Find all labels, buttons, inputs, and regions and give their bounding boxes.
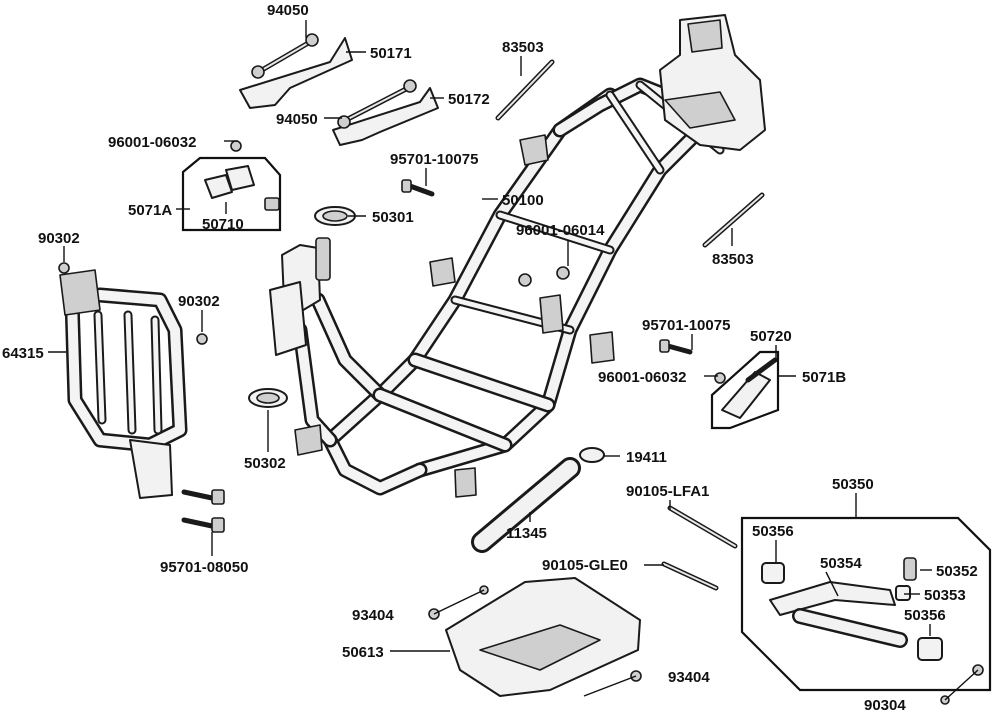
main-frame-part (269, 14, 766, 498)
label-95701-10075-right: 95701-10075 (642, 317, 730, 334)
clamp-19411-part (579, 447, 605, 463)
screw-90302-a-part (58, 262, 70, 274)
rod-83503-right-part (702, 192, 765, 248)
leg-shield-bracket-part (59, 269, 188, 499)
cover-bracket-50172-part (332, 79, 439, 146)
label-50710: 50710 (202, 216, 244, 233)
label-50301: 50301 (372, 209, 414, 226)
label-50353: 50353 (924, 587, 966, 604)
leader-lines (48, 20, 979, 701)
stand-bracket-5071a-part (181, 156, 282, 232)
part-number-labels: 94050 50171 94050 50172 83503 96001-0603… (2, 2, 978, 714)
engine-hanger-assembly-part (740, 516, 992, 692)
label-95701-08050: 95701-08050 (160, 559, 248, 576)
label-96001-06014: 96001-06014 (516, 222, 605, 239)
label-90105-GLE0: 90105-GLE0 (542, 557, 628, 574)
label-94050-middle: 94050 (276, 111, 318, 128)
bolt-95701-10075-lower-part (659, 339, 693, 355)
label-90105-LFA1: 90105-LFA1 (626, 483, 709, 500)
label-5071A: 5071A (128, 202, 172, 219)
label-96001-06032-left: 96001-06032 (108, 134, 196, 151)
hose-11345-part (471, 457, 581, 553)
rod-83503-upper-part (495, 59, 555, 121)
label-11345: 11345 (506, 525, 547, 542)
stand-bracket-5071b-part (710, 350, 780, 430)
label-93404-right: 93404 (668, 669, 710, 686)
label-93404-left: 93404 (352, 607, 394, 624)
screw-96001-06032-b-part (714, 372, 726, 384)
bolt-90105-gle0-part (661, 561, 719, 591)
label-50302: 50302 (244, 455, 286, 472)
label-94050-top: 94050 (267, 2, 309, 19)
label-50352: 50352 (936, 563, 978, 580)
bolt-95701-10075-upper-part (401, 179, 435, 197)
rubber-ring-50302-part (248, 388, 288, 408)
label-50613: 50613 (342, 644, 384, 661)
rubber-ring-50301-part (314, 206, 356, 226)
under-cover-50613-part (445, 577, 641, 697)
label-50356-top: 50356 (752, 523, 794, 540)
label-19411: 19411 (626, 449, 667, 466)
screw-96001-06032-a-part (230, 140, 242, 152)
screw-96001-06014-part (518, 266, 570, 287)
label-50172: 50172 (448, 91, 490, 108)
label-5071B: 5071B (802, 369, 846, 386)
label-90304: 90304 (864, 697, 906, 714)
screw-90302-b-part (196, 333, 208, 345)
label-50350: 50350 (832, 476, 874, 493)
bolt-95701-08050-part (181, 489, 225, 533)
label-90302-top: 90302 (38, 230, 80, 247)
label-50100: 50100 (502, 192, 544, 209)
label-90302-middle: 90302 (178, 293, 220, 310)
label-83503-right: 83503 (712, 251, 754, 268)
cover-bracket-50171-part (239, 33, 353, 109)
label-95701-10075-top: 95701-10075 (390, 151, 478, 168)
label-64315: 64315 (2, 345, 44, 362)
label-50720: 50720 (750, 328, 792, 345)
label-50356-bottom: 50356 (904, 607, 946, 624)
label-50171: 50171 (370, 45, 412, 62)
label-96001-06032-right: 96001-06032 (598, 369, 686, 386)
label-83503-top: 83503 (502, 39, 544, 56)
label-50354: 50354 (820, 555, 862, 572)
bolt-90105-lfa1-part (667, 505, 738, 549)
